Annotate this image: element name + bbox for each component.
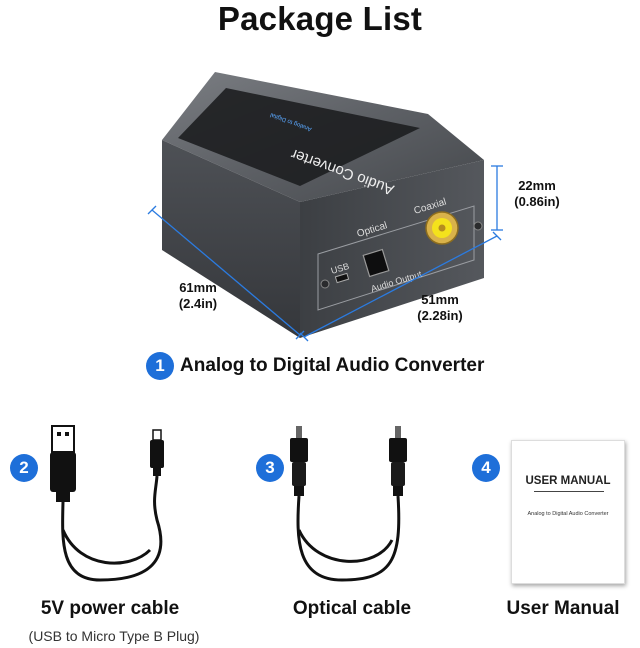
usb-cable-image [50, 425, 164, 582]
dimension-depth: 61mm (2.4in) [166, 280, 230, 312]
optical-cable-image [290, 426, 407, 582]
item-4-number-badge: 4 [472, 454, 500, 482]
item-2-sublabel: (USB to Micro Type B Plug) [28, 628, 200, 644]
item-3-label: Optical cable [292, 598, 412, 619]
dimension-width-in: (2.28in) [417, 308, 463, 323]
converter-device-image: Audio Converter Analog to Digital Optica… [147, 72, 503, 342]
item-2-label: 5V power cable [40, 598, 180, 619]
dimension-height-in: (0.86in) [514, 194, 560, 209]
dimension-height: 22mm (0.86in) [505, 178, 569, 210]
item-4-label: User Manual [506, 598, 620, 619]
manual-cover-divider [534, 491, 604, 492]
dimension-width: 51mm (2.28in) [404, 292, 476, 324]
manual-cover-title: USER MANUAL [525, 475, 611, 487]
item-1-number-badge: 1 [146, 352, 174, 380]
item-3-number-badge: 3 [256, 454, 284, 482]
dimension-width-mm: 51mm [421, 292, 459, 307]
manual-cover-subtitle: Analog to Digital Audio Converter [527, 511, 609, 517]
item-2-number-badge: 2 [10, 454, 38, 482]
dimension-depth-in: (2.4in) [178, 296, 218, 311]
page-title: Package List [217, 0, 423, 37]
dimension-depth-mm: 61mm [179, 280, 217, 295]
user-manual-booklet: USER MANUAL Analog to Digital Audio Conv… [511, 440, 625, 584]
dimension-height-mm: 22mm [518, 178, 556, 193]
item-1-label: Analog to Digital Audio Converter [180, 355, 485, 376]
